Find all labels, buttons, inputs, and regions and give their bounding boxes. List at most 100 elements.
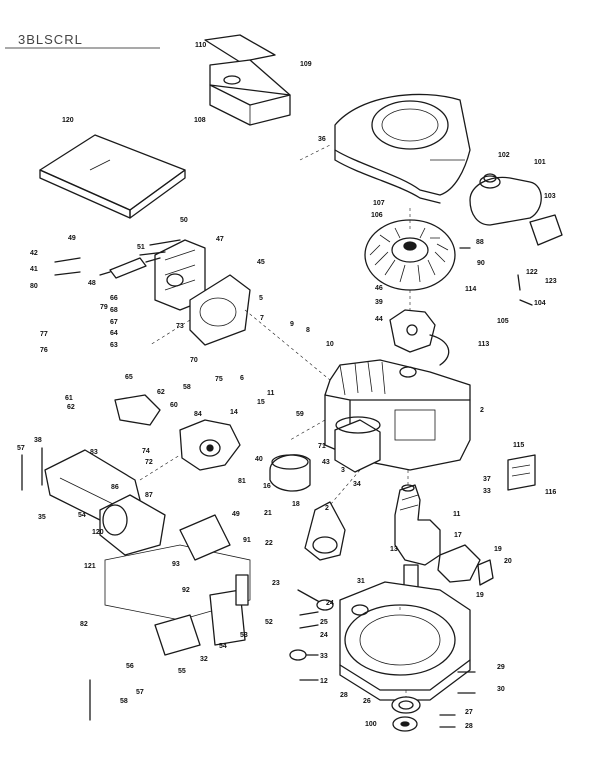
callout-label: 44 [375, 316, 383, 323]
callout-label: 11 [453, 511, 461, 518]
callout-label: 88 [476, 239, 484, 246]
callout-label: 2 [325, 505, 329, 512]
callout-label: 62 [67, 404, 75, 411]
callout-label: 21 [264, 510, 272, 517]
callout-label: 110 [195, 42, 206, 49]
callout-label: 68 [110, 307, 118, 314]
callout-label: 72 [145, 459, 153, 466]
callout-label: 45 [257, 259, 265, 266]
callout-label: 9 [290, 321, 294, 328]
callout-label: 54 [219, 643, 227, 650]
ignition-module-part [389, 309, 450, 366]
callout-label: 58 [120, 698, 128, 705]
callout-label: 61 [65, 395, 73, 402]
callout-label: 107 [373, 200, 385, 207]
callout-label: 34 [353, 481, 361, 488]
callout-label: 66 [110, 295, 118, 302]
callout-label: 116 [545, 489, 556, 496]
fastener-set-part [21, 239, 533, 728]
callout-label: 15 [257, 399, 265, 406]
callout-label: 26 [363, 698, 371, 705]
callout-label: 51 [137, 244, 145, 251]
callout-label: 102 [498, 152, 510, 159]
callout-label: 41 [30, 266, 38, 273]
callout-label: 24 [326, 600, 334, 607]
spark-plug-part [99, 257, 161, 279]
callout-label: 19 [476, 592, 484, 599]
callout-label: 115 [513, 442, 524, 449]
callout-label: 24 [320, 632, 328, 639]
callout-label: 56 [126, 663, 134, 670]
callout-label: 33 [320, 653, 328, 660]
oil-seal-part [391, 696, 421, 732]
callout-label: 113 [478, 341, 489, 348]
callout-label: 5 [259, 295, 263, 302]
callout-label: 55 [178, 668, 186, 675]
callout-label: 120 [92, 529, 104, 536]
callout-label: 59 [296, 411, 304, 418]
air-filter-part [99, 494, 166, 556]
callout-label: 122 [526, 269, 538, 276]
callout-label: 12 [320, 678, 328, 685]
cover-plate-part [204, 34, 291, 126]
blower-housing-part [334, 93, 471, 204]
flywheel-part [364, 208, 456, 291]
callout-label: 20 [504, 558, 512, 565]
callout-label: 13 [390, 546, 398, 553]
callout-label: 90 [477, 260, 485, 267]
callout-label: 32 [200, 656, 208, 663]
callout-label: 114 [465, 286, 476, 293]
callout-label: 104 [534, 300, 546, 307]
manual-book-part [39, 134, 186, 219]
callout-label: 14 [230, 409, 238, 416]
callout-label: 7 [260, 315, 264, 322]
callout-label: 83 [90, 449, 98, 456]
callout-label: 33 [483, 488, 491, 495]
callout-label: 121 [84, 563, 96, 570]
callout-label: 120 [62, 117, 74, 124]
callout-label: 16 [263, 483, 271, 490]
callout-label: 17 [454, 532, 462, 539]
callout-label: 103 [544, 193, 556, 200]
callout-label: 60 [170, 402, 178, 409]
callout-label: 22 [265, 540, 273, 547]
callout-label: 70 [190, 357, 198, 364]
callout-label: 91 [243, 537, 251, 544]
callout-label: 10 [326, 341, 334, 348]
callout-label: 3 [341, 467, 345, 474]
callout-label: 63 [110, 342, 118, 349]
callout-label: 28 [465, 723, 473, 730]
callout-label: 48 [88, 280, 96, 287]
callout-label: 57 [136, 689, 144, 696]
header-text: 3BLSCRL [18, 32, 83, 47]
fuel-tank-part [104, 514, 251, 621]
callout-label: 28 [340, 692, 348, 699]
callout-label: 123 [545, 278, 557, 285]
carburetor-part [114, 394, 241, 471]
callout-label: 65 [125, 374, 133, 381]
callout-label: 67 [110, 319, 118, 326]
sump-base-part [339, 581, 471, 701]
callout-label: 93 [172, 561, 180, 568]
callout-label: 73 [176, 323, 184, 330]
callout-label: 52 [265, 619, 273, 626]
callout-label: 62 [157, 389, 165, 396]
callout-label: 64 [110, 330, 118, 337]
callout-label: 37 [483, 476, 491, 483]
callout-label: 71 [318, 443, 326, 450]
callout-label: 76 [40, 347, 48, 354]
callout-label: 58 [183, 384, 191, 391]
callout-label: 53 [240, 632, 248, 639]
callout-label: 81 [238, 478, 246, 485]
callout-label: 27 [465, 709, 473, 716]
callout-label: 80 [30, 283, 38, 290]
callout-label: 49 [232, 511, 240, 518]
callout-label: 49 [68, 235, 76, 242]
callout-label: 25 [320, 619, 328, 626]
callout-label: 108 [194, 117, 206, 124]
explosion-lines [139, 144, 411, 697]
intake-tube-part [269, 454, 311, 492]
callout-label: 86 [111, 484, 119, 491]
callout-label: 74 [142, 448, 150, 455]
